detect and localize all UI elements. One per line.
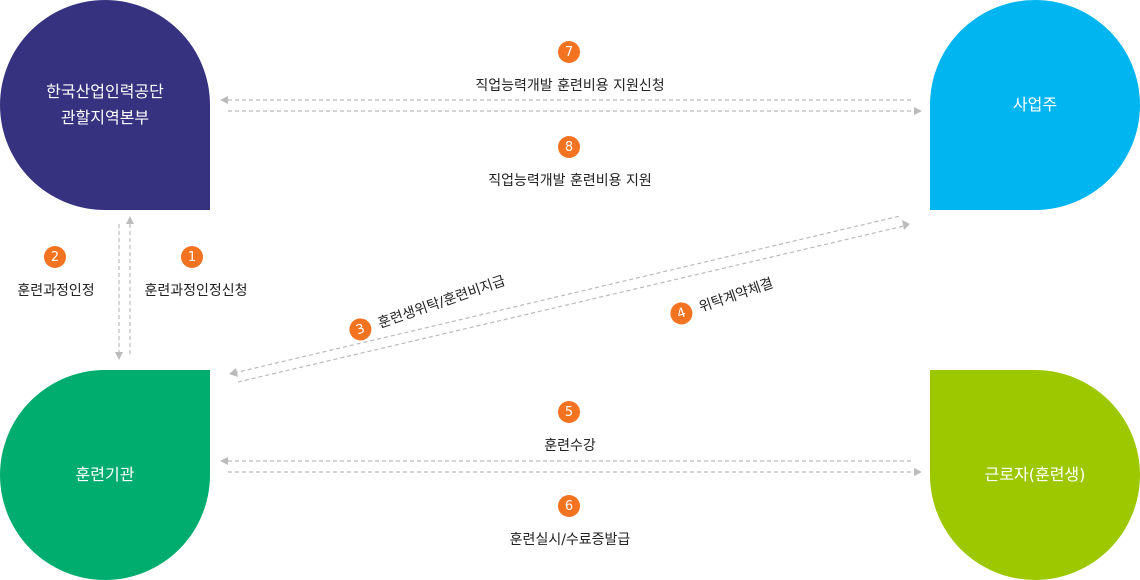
- arrow-3: [233, 215, 901, 374]
- step-badge-6: 6: [558, 495, 580, 517]
- step-badge-1: 1: [181, 246, 203, 268]
- node-label: 근로자(훈련생): [984, 465, 1086, 484]
- node-label: 관할지역본부: [60, 108, 150, 127]
- step-label-1: 훈련과정인정신청: [144, 283, 248, 299]
- node-label: 훈련기관: [75, 465, 135, 484]
- step-label-6: 훈련실시/수료증발급: [509, 532, 631, 548]
- step-label-7: 직업능력개발 훈련비용 지원신청: [475, 78, 665, 94]
- step-badge-5: 5: [558, 401, 580, 423]
- node-label: 사업주: [1012, 95, 1058, 114]
- step-badge-8: 8: [558, 136, 580, 158]
- node-worker: 근로자(훈련생): [930, 370, 1140, 580]
- node-institution: 훈련기관: [0, 370, 210, 580]
- step-label-2: 훈련과정인정: [17, 283, 95, 299]
- step-label-8: 직업능력개발 훈련비용 지원: [488, 173, 652, 189]
- node-label: 한국산업인력공단: [46, 82, 164, 101]
- step-badge-7: 7: [558, 41, 580, 63]
- step-label-5: 훈련수강: [544, 438, 596, 454]
- arrow-4: [237, 225, 905, 383]
- step-badge-2: 2: [44, 246, 66, 268]
- node-employer: 사업주: [930, 0, 1140, 210]
